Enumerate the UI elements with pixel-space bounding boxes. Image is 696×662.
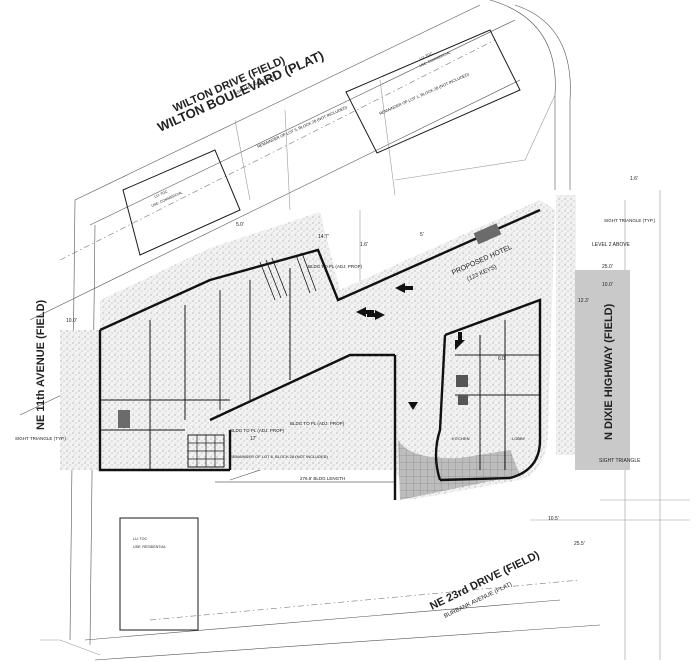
street-label-ne-11th-avenue: NE 11th AVENUE (FIELD): [35, 299, 47, 430]
building-outline: [98, 208, 542, 500]
dim-label-11: 10.5': [548, 516, 559, 522]
adjacent-use-label-3: USE: RESIDENTIAL: [133, 545, 166, 549]
dim-label-12: 25.5': [574, 541, 585, 547]
sight-triangle-typ-label: SIGHT TRIANGLE (TYP.): [604, 218, 656, 223]
sight-triangle-west-label: SIGHT TRIANGLE (TYP.): [15, 436, 67, 441]
adjacent-lu-label-3: LU: TOC: [133, 537, 147, 541]
adjacent-lu-label-2: LU: TOC: [154, 189, 169, 199]
site-paving: [60, 195, 630, 500]
dim-label-7: 25.0': [602, 264, 613, 270]
lobby-label: LOBBY: [512, 436, 526, 441]
right-of-way-lines: [19, 0, 690, 661]
setback-dim-3: BLDG TO PL (ADJ. PROP): [308, 264, 363, 269]
dim-label-3: 1.6': [360, 242, 368, 248]
setback-dim-2: BLDG TO PL (ADJ. PROP): [230, 428, 285, 433]
dim-label-10: 12.3': [578, 298, 589, 304]
street-label-n-dixie-highway: N DIXIE HIGHWAY (FIELD): [603, 303, 615, 440]
dim-label-6: 1.6': [630, 176, 638, 182]
dimensions: 276.5' BLDG LENGTH BLDG TO PL (ADJ. PROP…: [66, 176, 638, 547]
building-length-dim: 276.5' BLDG LENGTH: [300, 476, 345, 481]
dim-label-5: 10.0': [66, 318, 77, 324]
sight-triangle-label: SIGHT TRIANGLE: [599, 458, 641, 464]
remainder-lot-label-2: REMAINDER OF LOT 1, BLOCK 28 (NOT INCLUD…: [378, 71, 470, 116]
remainder-lot-label-3: REMAINDER OF LOT 6, BLOCK 28 (NOT INCLUD…: [230, 454, 329, 459]
dim-label-8: 10.0': [602, 282, 613, 288]
dim-label-2: 5.0': [236, 222, 244, 228]
adjacent-lu-label-1: LU: TOC: [419, 51, 434, 61]
dim-label-4: 5': [420, 232, 424, 238]
dim-label-1: 14.7': [318, 234, 329, 240]
dim-label-13: 6.0': [498, 356, 506, 362]
setback-dim-1: BLDG TO PL (ADJ. PROP): [290, 421, 345, 426]
dim-label-9: 17': [250, 436, 257, 442]
kitchen-label: KITCHEN: [452, 436, 470, 441]
traffic-arrows: [356, 283, 465, 410]
level-2-label: LEVEL 2 ABOVE: [592, 242, 631, 248]
remainder-lot-label-1: REMAINDER OF LOT 5, BLOCK 28 (NOT INCLUD…: [256, 104, 348, 149]
